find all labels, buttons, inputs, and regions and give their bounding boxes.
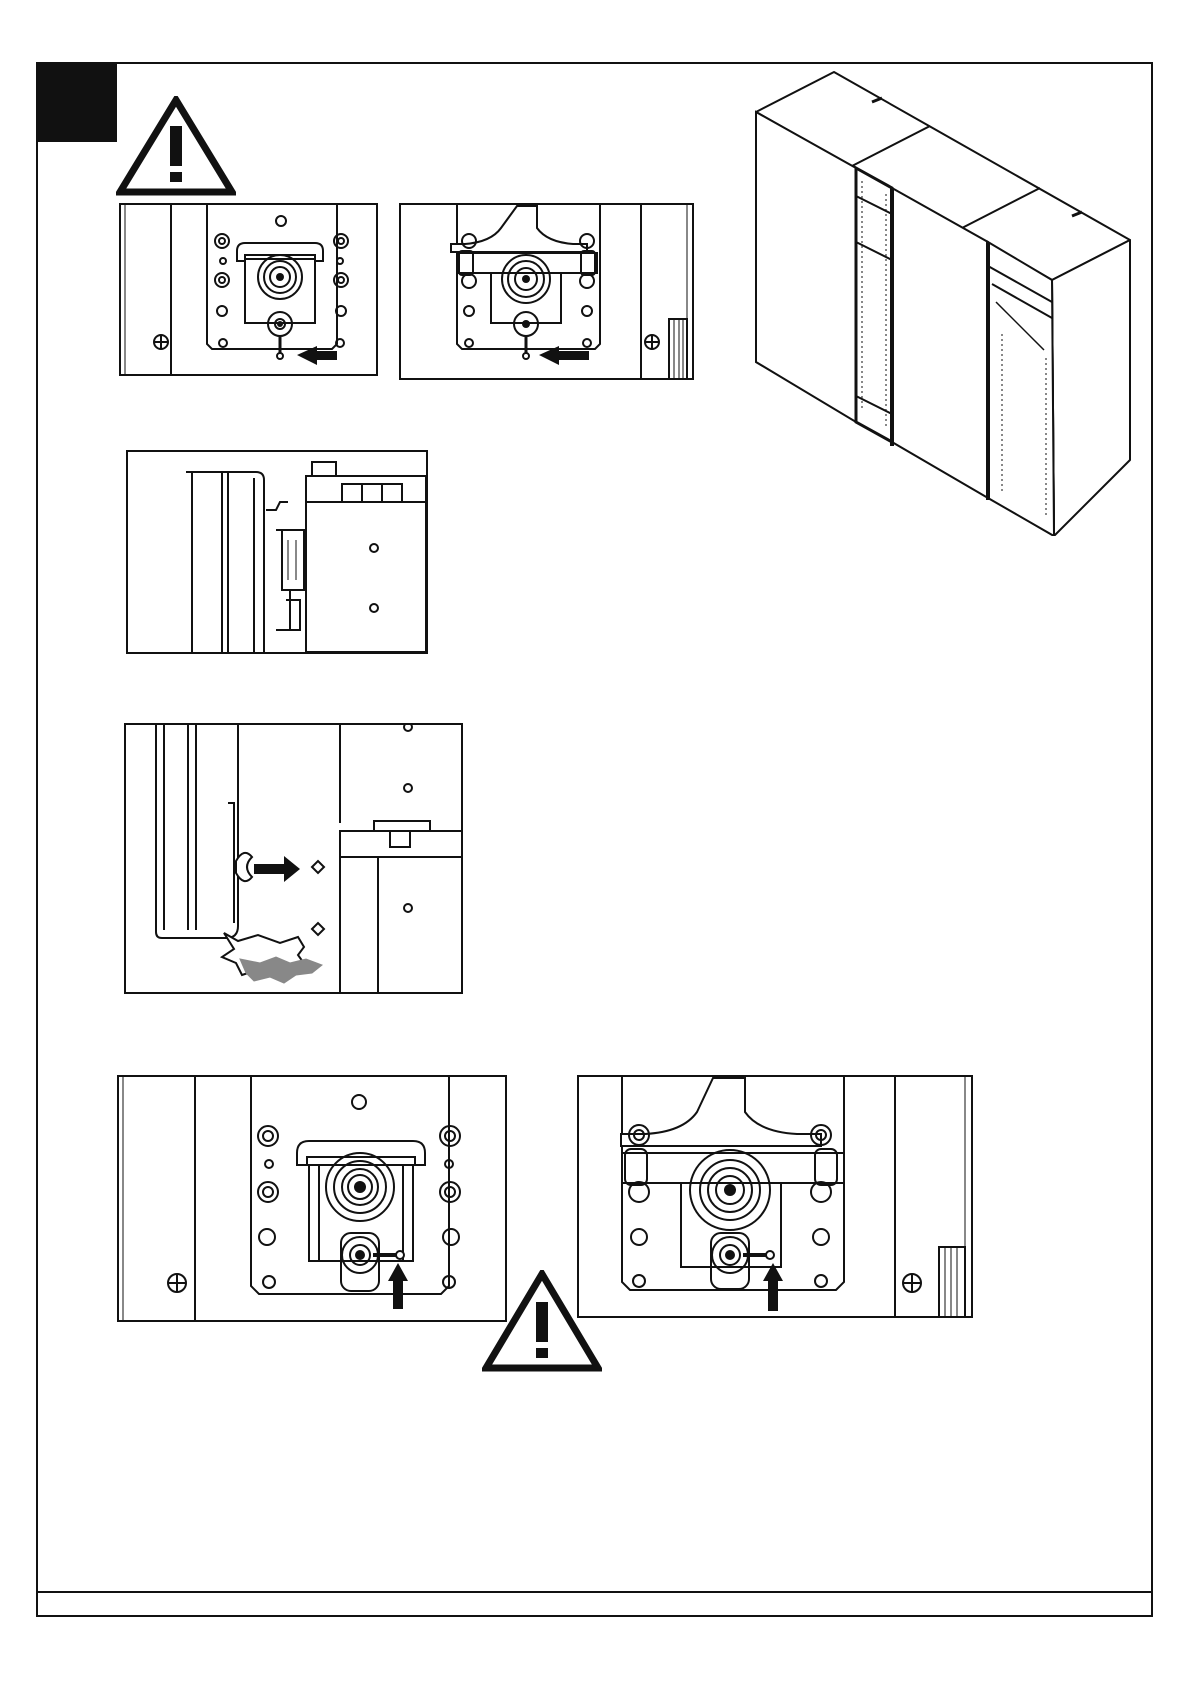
footer-bar bbox=[36, 1591, 1153, 1617]
wardrobe-illustration bbox=[752, 66, 1132, 536]
roller-bracket-detail-right bbox=[399, 203, 694, 380]
roller-bracket-detail-left bbox=[119, 203, 378, 376]
door-guide-latch-detail bbox=[124, 723, 463, 994]
door-top-guide-detail bbox=[126, 450, 428, 654]
roller-bracket-enlarged-left bbox=[117, 1075, 507, 1322]
warning-icon bbox=[116, 96, 236, 196]
step-marker bbox=[36, 62, 117, 142]
roller-bracket-enlarged-right bbox=[577, 1075, 973, 1318]
